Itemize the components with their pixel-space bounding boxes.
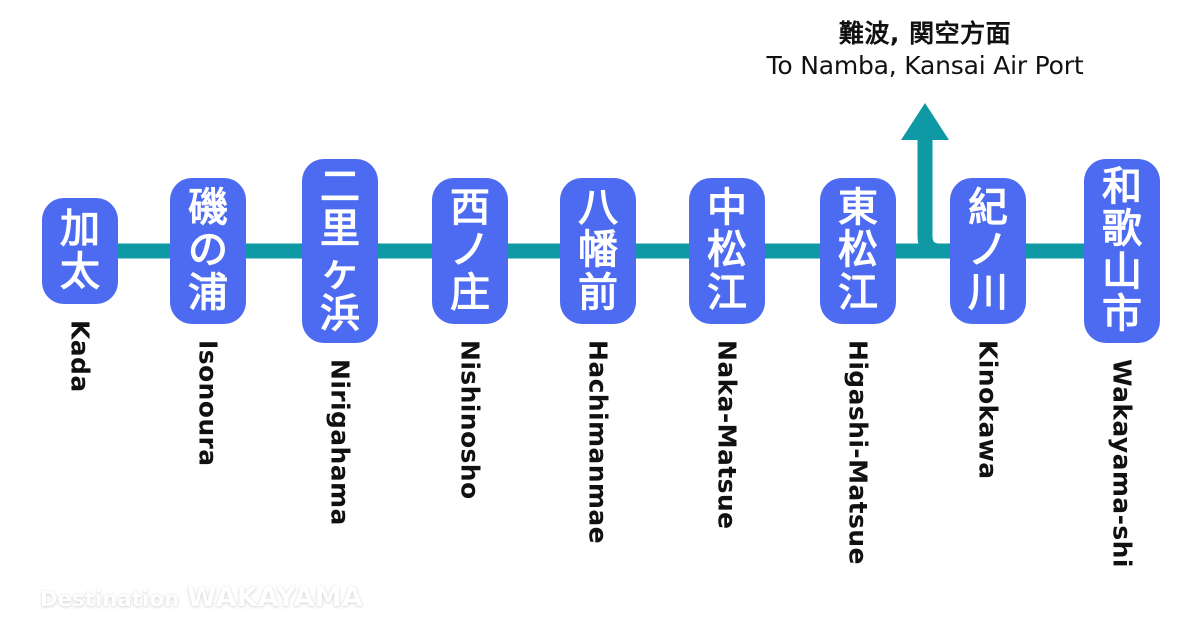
station-romaji-label: Isonoura (193, 340, 223, 467)
station-box[interactable]: 紀ノ川 (950, 178, 1026, 324)
station-name-char: 二 (320, 163, 360, 210)
station-name-char: 幡 (578, 227, 618, 274)
branch-destination-caption: 難波, 関空方面 To Namba, Kansai Air Port (660, 19, 1190, 81)
branch-destination-jp: 難波, 関空方面 (838, 19, 1012, 48)
watermark: Destination WAKAYAMA (40, 582, 363, 613)
station-name-char: 里 (320, 206, 360, 253)
branch-destination-en: To Namba, Kansai Air Port (766, 50, 1084, 80)
station-name-char: 江 (838, 269, 878, 316)
watermark-prefix: Destination (40, 587, 187, 611)
station-name-char: 前 (578, 269, 618, 316)
station-box[interactable]: 二里ヶ浜 (302, 159, 378, 343)
station-romaji-label: Nishinosho (455, 340, 485, 500)
station-name-char: 太 (60, 248, 100, 295)
station-name-char: 西 (450, 184, 490, 231)
station-name-char: ヶ (320, 248, 360, 295)
station-name-char: ノ (450, 227, 490, 274)
station-romaji-label: Hachimanmae (583, 340, 613, 544)
station-name-char: 加 (60, 206, 100, 253)
station-name-char: 磯 (188, 184, 228, 231)
branch-arrow-icon (901, 103, 949, 140)
station-name-char: 八 (578, 184, 618, 231)
station-romaji-label: Wakayama-shi (1107, 359, 1137, 568)
station-name-char: 庄 (450, 269, 490, 316)
station-box[interactable]: 東松江 (820, 178, 896, 324)
station-romaji-label: Nirigahama (325, 359, 355, 526)
station-name-char: ノ (968, 227, 1008, 274)
station-name-char: 歌 (1102, 206, 1142, 253)
station-name-char: 紀 (968, 184, 1008, 231)
station-name-char: 松 (838, 227, 878, 274)
watermark-brand: WAKAYAMA (186, 582, 363, 613)
station-name-char: 江 (707, 269, 747, 316)
station-name-char: 和 (1102, 163, 1142, 210)
station-box[interactable]: 和歌山市 (1084, 159, 1160, 343)
station-romaji-label: Kinokawa (973, 340, 1003, 480)
station-name-char: 市 (1102, 290, 1142, 337)
station-romaji-label: Naka-Matsue (712, 340, 742, 530)
station-name-char: 中 (707, 184, 747, 231)
station-romaji-label: Kada (65, 320, 95, 393)
station-name-char: 山 (1102, 248, 1142, 295)
station-name-char: 松 (707, 227, 747, 274)
station-name-char: 浜 (320, 290, 360, 337)
station-box[interactable]: 西ノ庄 (432, 178, 508, 324)
station-name-char: 浦 (188, 269, 228, 316)
station-box[interactable]: 中松江 (689, 178, 765, 324)
station-romaji-label: Higashi-Matsue (843, 340, 873, 565)
station-name-char: の (188, 227, 228, 274)
station-box[interactable]: 八幡前 (560, 178, 636, 324)
station-box[interactable]: 加太 (42, 198, 118, 304)
station-name-char: 東 (838, 184, 878, 231)
station-name-char: 川 (968, 269, 1008, 316)
station-box[interactable]: 磯の浦 (170, 178, 246, 324)
